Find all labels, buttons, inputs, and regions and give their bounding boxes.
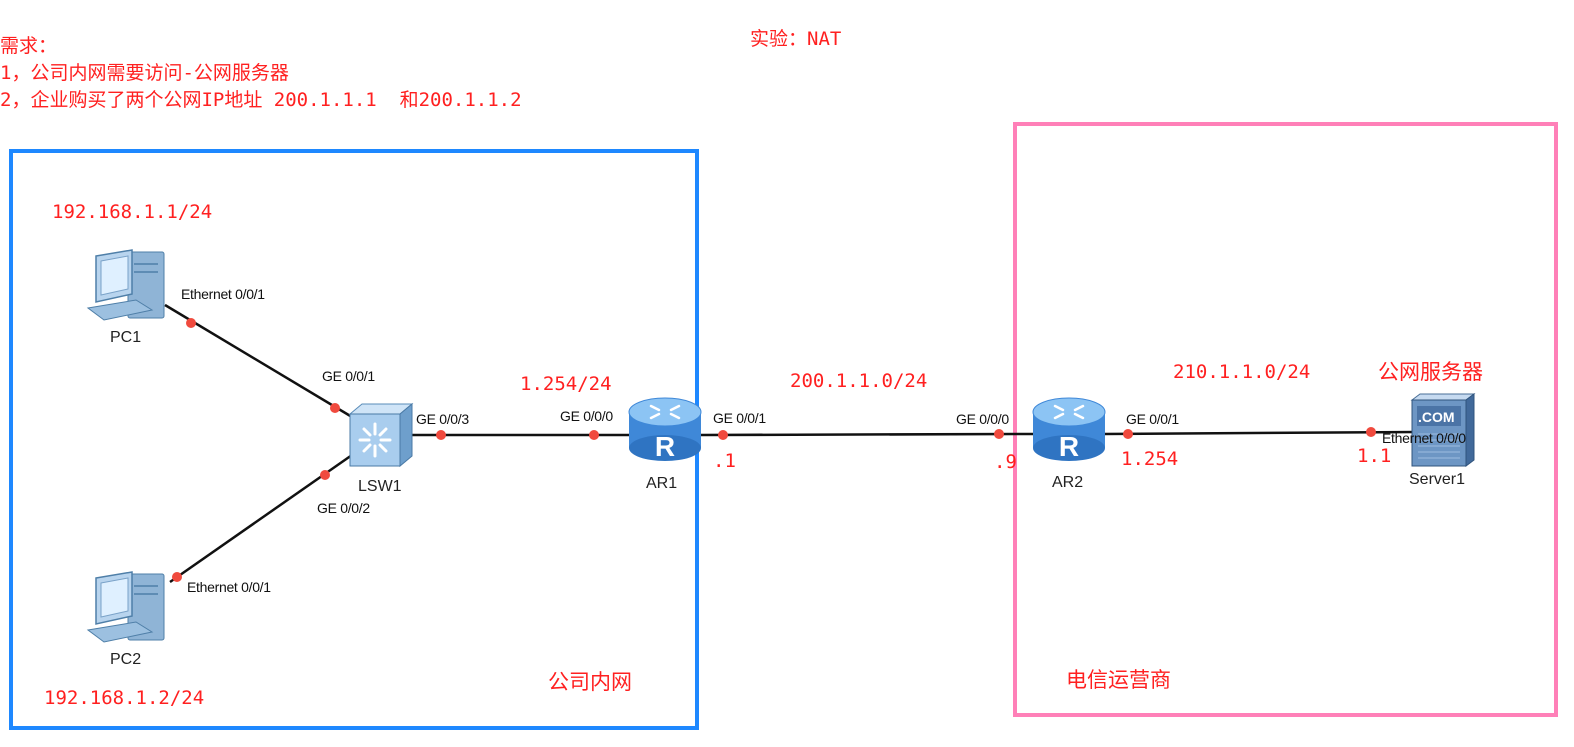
requirements-heading: 需求： [0,35,58,57]
port-label-pc1-eth: Ethernet 0/0/1 [181,286,265,302]
port-label-lsw1-ge1: GE 0/0/1 [322,368,375,384]
port-dot-ar1-ge1[interactable] [718,430,728,440]
server-caption: 公网服务器 [1378,360,1483,384]
isp-zone-label: 电信运营商 [1066,668,1171,692]
port-dot-ar2-ge0[interactable] [994,429,1004,439]
ar1-lan-ip: 1.254/24 [520,373,612,395]
intranet-zone-label: 公司内网 [548,670,632,694]
ar2-server-side-ip: 1.254 [1121,448,1179,470]
router-icon-ar1[interactable]: R [628,397,702,462]
device-label-lsw1: LSW1 [358,478,402,495]
port-label-ar1-ge0: GE 0/0/0 [560,408,613,424]
port-label-server-eth: Ethernet 0/0/0 [1382,430,1466,446]
router-icon-ar2[interactable]: R [1032,397,1106,462]
port-dot-lsw1-ge1[interactable] [330,403,340,413]
pc1-ip: 192.168.1.1/24 [52,201,213,223]
port-dot-lsw1-ge3[interactable] [436,430,446,440]
device-label-ar2: AR2 [1052,474,1084,491]
port-label-lsw1-ge3: GE 0/0/3 [416,411,469,427]
port-label-pc2-eth: Ethernet 0/0/1 [187,579,271,595]
port-dot-ar2-ge1[interactable] [1123,429,1133,439]
port-label-lsw1-ge2: GE 0/0/2 [317,500,370,516]
svg-text:R: R [655,431,675,462]
device-label-server1: Server1 [1409,471,1466,488]
port-label-ar2-ge1: GE 0/0/1 [1126,411,1179,427]
experiment-title: 实验：NAT [750,28,842,50]
link-pc1-lsw1 [164,303,353,419]
server-icon[interactable] [1410,393,1476,467]
pc2-ip: 192.168.1.2/24 [44,687,205,709]
isp-zone-box [1013,122,1558,717]
ar1-wan-ip: .1 [713,450,736,472]
wan-network: 200.1.1.0/24 [790,370,928,392]
server-ip: 1.1 [1357,445,1392,467]
requirement-2: 2，企业购买了两个公网IP地址 200.1.1.1 和200.1.1.2 [0,89,522,111]
device-label-pc2: PC2 [110,651,142,668]
ar2-wan-ip: .9 [994,451,1017,473]
port-dot-pc1[interactable] [186,318,196,328]
switch-icon[interactable] [348,402,414,468]
link-ar1-ar2 [699,432,1037,437]
requirement-1: 1，公司内网需要访问-公网服务器 [0,62,289,84]
port-label-ar2-ge0: GE 0/0/0 [956,411,1009,427]
port-dot-server1[interactable] [1366,427,1376,437]
port-label-ar1-ge1: GE 0/0/1 [713,410,766,426]
port-dot-pc2[interactable] [172,572,182,582]
pc2-icon[interactable] [86,571,165,643]
port-dot-ar1-ge0[interactable] [589,430,599,440]
svg-text:R: R [1059,431,1079,462]
device-label-ar1: AR1 [646,475,678,492]
link-ar2-server1 [1102,430,1417,436]
server-com-badge: .COM [1418,409,1455,425]
pc1-icon[interactable] [86,249,165,321]
server-network: 210.1.1.0/24 [1173,361,1311,383]
port-dot-lsw1-ge2[interactable] [320,470,330,480]
device-label-pc1: PC1 [110,329,142,346]
